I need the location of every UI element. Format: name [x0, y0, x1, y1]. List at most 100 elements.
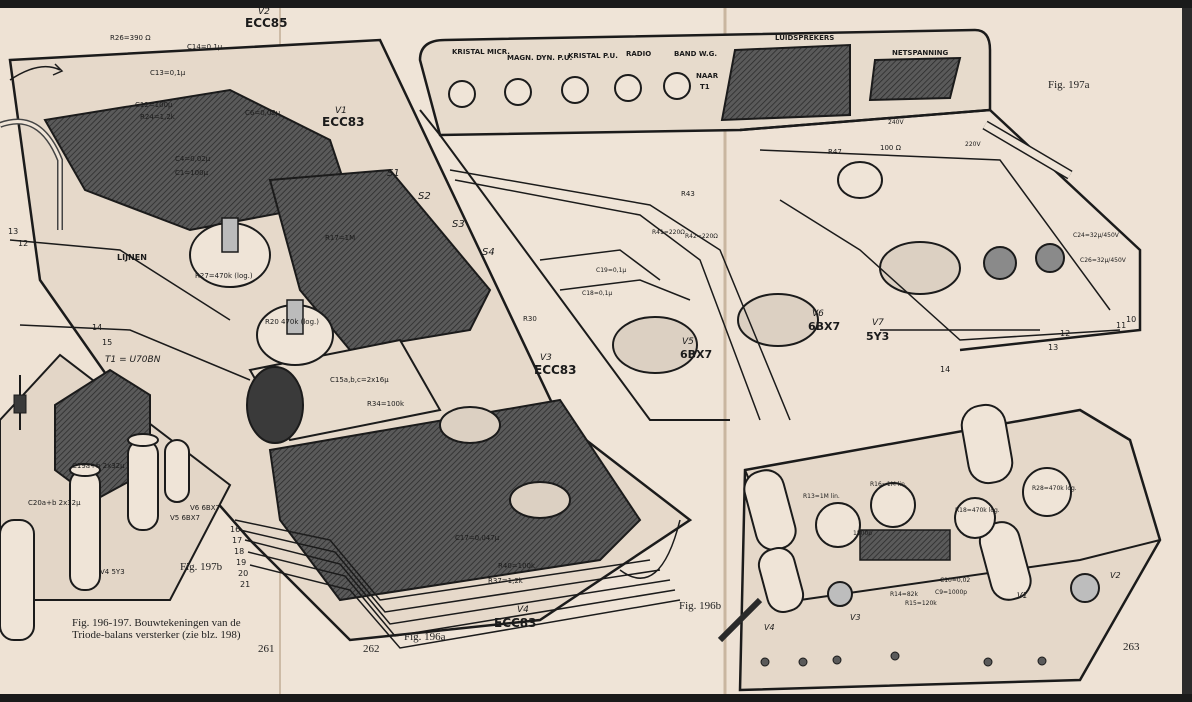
fig-197a-labels: R13=1M lin. R16=1M lin. R28=470k log. R1… [764, 481, 1121, 632]
component-r18: R18=470k log. [955, 507, 1000, 514]
figure-caption-text: Triode-balans versterker (zie blz. 198) [72, 629, 241, 641]
tube-socket-v5 [612, 316, 698, 374]
tube-label-v4-front: V4 [764, 623, 775, 632]
wire-number: 10 [1126, 315, 1136, 324]
screw-icon [798, 657, 808, 667]
label-luidsprekers: LUIDSPREKERS [775, 34, 834, 42]
tube-label-v7: V7 [872, 318, 884, 328]
screw-icon [832, 655, 842, 665]
tube-type-v1: ECC83 [322, 115, 365, 129]
component-r30: R30 [523, 315, 537, 323]
tube-label-v6-lower: V6 6BX7 [190, 504, 220, 512]
wire-number: 21 [240, 580, 250, 589]
tube-label-v4: V4 [517, 605, 529, 615]
jack-icon [561, 76, 589, 104]
capacitor-end-icon [246, 366, 304, 444]
component-r26: R26=390 Ω [110, 34, 151, 42]
potentiometer-icon [837, 161, 883, 199]
tube-label-v1: V1 [335, 106, 347, 116]
input-label-magn-dyn: MAGN. DYN. P.U. [507, 54, 572, 62]
wire-number: 14 [940, 365, 950, 374]
wire-number: 12 [1060, 329, 1070, 338]
figure-caption-197a: Fig. 197a [1048, 79, 1090, 91]
component-r13: R13=1M lin. [803, 493, 840, 500]
tube-icon [164, 439, 190, 503]
jack-icon [614, 74, 642, 102]
component-c10: C10=0,02 [940, 577, 970, 584]
figure-caption-197b: Fig. 197b [180, 561, 223, 573]
tube-label-v6: V6 [812, 309, 824, 319]
component-r40: R40=100k [498, 562, 536, 570]
switch-block [268, 168, 492, 352]
speaker-terminal-plate [720, 43, 851, 122]
component-strip [859, 529, 951, 561]
label-220v: 220V [965, 141, 981, 148]
page-number-right: 263 [1123, 641, 1140, 653]
wire-number: 17 [232, 536, 242, 545]
figure-caption-text: Fig. 196-197. Bouwtekeningen van de [72, 617, 241, 629]
tube-type-v2: ECC85 [245, 16, 288, 30]
wire-number: 13 [1048, 343, 1058, 352]
tube-label-v5-lower: V5 6BX7 [170, 514, 200, 522]
component-r14: R14=82k [890, 591, 918, 598]
wire-number: 18 [234, 547, 244, 556]
switch-label-s1: S1 [387, 168, 400, 179]
page-number-left: 261 [258, 643, 275, 655]
component-c1: C1=100μ [175, 169, 209, 177]
screw-icon [890, 651, 900, 661]
component-r34: R34=100k [367, 400, 405, 408]
component-r20: R20 470k (log.) [265, 318, 319, 326]
component-c4: C4=0,02μ [175, 155, 211, 163]
tube-type-v5: 6BX7 [680, 348, 712, 361]
switch-label-s2: S2 [418, 191, 431, 202]
wire-number: 16 [230, 525, 240, 534]
knob-icon [827, 581, 853, 607]
label-lijnen: LIJNEN [117, 253, 147, 262]
fig-196a-labels: V2 ECC85 V1 ECC83 V3 ECC83 V4 ECC83 S1 S… [8, 7, 577, 630]
component-100-ohm: 100 Ω [880, 144, 902, 152]
wire-number: 12 [18, 239, 28, 248]
component-r37: R37=1,2k [488, 577, 524, 585]
capacitor-icon [0, 519, 35, 641]
tube-label-v3: V3 [540, 353, 552, 363]
component-c15: C15a,b,c=2x16μ [330, 376, 389, 384]
component-c19: C19=0,1μ [596, 267, 626, 274]
component-r27: R27=470k (log.) [195, 272, 253, 280]
label-naar: NAAR [696, 72, 719, 80]
component-r16: R16=1M lin. [870, 481, 907, 488]
tube-label-v2-front: V2 [1110, 571, 1121, 580]
wire-number: 14 [92, 323, 102, 332]
component-c6: C6=0,02μ [245, 109, 281, 117]
capacitor-icon [69, 469, 101, 591]
fig-197b-labels: T1 = U70BN C19a+b 2x32μ C20a+b 2x32μ V4 … [28, 355, 220, 576]
component-r15: R15=120k [905, 600, 937, 607]
component-c24: C24=32μ/450V [1073, 232, 1120, 239]
tube-label-v1-front: V1 [1017, 591, 1028, 600]
label-naar-t1: T1 [700, 83, 710, 91]
label-netspanning: NETSPANNING [892, 49, 949, 57]
fig-196a-chassis [0, 38, 693, 649]
tube-icon [757, 547, 805, 613]
screw-icon [1037, 656, 1047, 666]
tube-socket-icon [439, 406, 501, 444]
capacitor-icon [983, 246, 1017, 280]
fig-197b-power-supply [0, 353, 232, 641]
component-r24: R24=1,2k [140, 113, 176, 121]
wire-number: 11 [1116, 321, 1126, 330]
label-240v: 240V [888, 119, 904, 126]
fig-196b-labels: KRISTAL MICR. MAGN. DYN. P.U. KRISTAL P.… [452, 34, 1136, 374]
wire-number: 20 [238, 569, 248, 578]
tube-label-v2: V2 [258, 7, 270, 17]
tube-label-v3-front: V3 [850, 613, 861, 622]
fig-196b-panel [418, 28, 1142, 421]
component-c18: C18=0,1μ [582, 290, 612, 297]
switch-label-s3: S3 [452, 219, 465, 230]
potentiometer-icon [1022, 467, 1072, 517]
component-r41: R41=220Ω [652, 229, 685, 236]
switch-label-s4: S4 [482, 247, 495, 258]
component-c20: C20a+b 2x32μ [28, 499, 81, 507]
page-number-center: 262 [363, 643, 380, 655]
potentiometer-icon [954, 497, 996, 539]
